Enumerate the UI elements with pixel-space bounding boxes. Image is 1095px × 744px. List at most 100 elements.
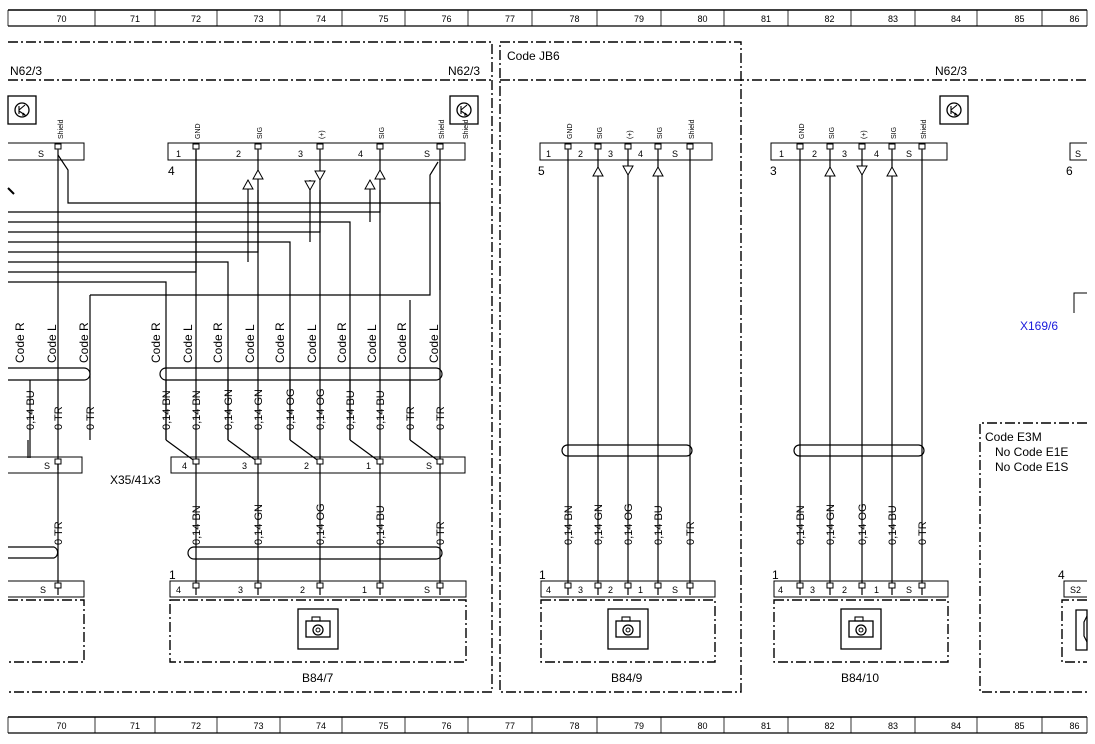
pin-role-label: SIG <box>379 127 386 139</box>
connector-group-number: 4 <box>1058 568 1065 582</box>
camera-sensor-icon <box>297 608 339 650</box>
pin-number: 2 <box>842 585 847 595</box>
grid-number: 86 <box>1069 721 1079 731</box>
wire-label: 0,14 GN <box>253 389 265 430</box>
grid-number: 70 <box>56 14 66 24</box>
pin-role-label: SIG <box>829 127 836 139</box>
grid-number: 78 <box>569 721 579 731</box>
grid-number: 76 <box>441 14 451 24</box>
wire-label: 0 TR <box>685 521 697 545</box>
grid-number: 85 <box>1014 721 1024 731</box>
pin-role-label: (+) <box>627 130 634 139</box>
wire-label: 0,14 BN <box>191 390 203 430</box>
grid-number: 74 <box>316 14 326 24</box>
wire-label: 0,14 GN <box>825 504 837 545</box>
code-option-label: Code R <box>211 322 225 363</box>
grid-number: 72 <box>191 721 201 731</box>
pin-number: 3 <box>238 585 243 595</box>
pin-number: S <box>426 461 432 471</box>
wire-label: 0,14 BU <box>375 505 387 545</box>
pin-role-label: Shield <box>58 119 65 139</box>
camera-sensor-icon <box>840 608 882 650</box>
pin-number: 1 <box>638 585 643 595</box>
grid-number: 86 <box>1069 14 1079 24</box>
pin-number: 3 <box>298 149 303 159</box>
wires <box>8 150 923 595</box>
component-label-n62: N62/3 <box>448 64 480 78</box>
pin-role-label: SIG <box>657 127 664 139</box>
grid-number: 78 <box>569 14 579 24</box>
wire-label: 0 TR <box>53 521 65 545</box>
pin-number: S <box>424 585 430 595</box>
pin-number: 2 <box>578 149 583 159</box>
grid-number: 73 <box>253 14 263 24</box>
wire-label: 0,14 OG <box>623 503 635 545</box>
grid-number: 77 <box>505 14 515 24</box>
connector-blocks <box>8 142 1087 598</box>
pin-number: S <box>44 461 50 471</box>
wire-labels: 0,14 BU 0 TR 0 TR 0,14 BN 0,14 BN 0,14 GN 0,14… <box>25 388 929 545</box>
pin-number: 2 <box>236 149 241 159</box>
connector-group-number: 4 <box>168 164 175 178</box>
partial-icon-stroke <box>1083 615 1088 643</box>
code-option-label: Code R <box>77 322 91 363</box>
pin-number: S <box>38 149 44 159</box>
code-option-label: Code L <box>181 324 195 363</box>
pin-role-label: GND <box>799 123 806 139</box>
pin-number: 4 <box>778 585 783 595</box>
code-option-label: Code L <box>305 324 319 363</box>
wire-label: 0,14 BU <box>375 390 387 430</box>
pin-role-label: Shield <box>921 119 928 139</box>
code-option-label: Code L <box>243 324 257 363</box>
pin-number: 3 <box>608 149 613 159</box>
grid-number: 79 <box>634 14 644 24</box>
wire-label: 0 TR <box>435 521 447 545</box>
grid-number: 83 <box>888 721 898 731</box>
code-option-label: Code R <box>13 322 27 363</box>
grid-number: 71 <box>130 14 140 24</box>
grid-number: 75 <box>378 721 388 731</box>
grid-number: 77 <box>505 721 515 731</box>
control-unit-icon <box>7 95 37 125</box>
code-label-jb6: Code JB6 <box>507 49 560 63</box>
camera-sensor-icon <box>607 608 649 650</box>
wire-label: 0 TR <box>435 406 447 430</box>
pin-role-label: GND <box>195 123 202 139</box>
code-option-label: Code R <box>149 322 163 363</box>
pin-number: 4 <box>874 149 879 159</box>
pin-number: 3 <box>578 585 583 595</box>
pin-number: S <box>906 585 912 595</box>
wire-label: 0,14 OG <box>285 388 297 430</box>
grid-number: 71 <box>130 721 140 731</box>
grid-number: 80 <box>697 721 707 731</box>
grid-number: 70 <box>56 721 66 731</box>
pin-number: 1 <box>874 585 879 595</box>
pin-number: 3 <box>842 149 847 159</box>
pin-number: S <box>672 585 678 595</box>
wire-label: 0,14 BN <box>161 390 173 430</box>
grid-number: 82 <box>824 721 834 731</box>
pin-number: S <box>40 585 46 595</box>
pin-number: S <box>424 149 430 159</box>
pin-number: S <box>906 149 912 159</box>
grid-number: 85 <box>1014 14 1024 24</box>
wire-label: 0,14 OG <box>315 503 327 545</box>
pin-number: 2 <box>300 585 305 595</box>
code-label-e1s: No Code E1S <box>995 460 1068 474</box>
grid-number: 84 <box>951 721 961 731</box>
wire-label: 0 TR <box>405 406 417 430</box>
connector-group-number: 1 <box>772 568 779 582</box>
grid-number: 82 <box>824 14 834 24</box>
pin-role-label: Shield <box>439 119 446 139</box>
wire-label: 0,14 GN <box>593 504 605 545</box>
grid-number: 72 <box>191 14 201 24</box>
wire-label: 0,14 OG <box>315 388 327 430</box>
component-label-b84-9: B84/9 <box>611 671 643 685</box>
grid-number: 73 <box>253 721 263 731</box>
wire-label: 0 TR <box>85 406 97 430</box>
continuation-arrow <box>7 187 15 195</box>
pin-number: S <box>672 149 678 159</box>
code-option-label: Code L <box>427 324 441 363</box>
component-label-b84-7: B84/7 <box>302 671 334 685</box>
